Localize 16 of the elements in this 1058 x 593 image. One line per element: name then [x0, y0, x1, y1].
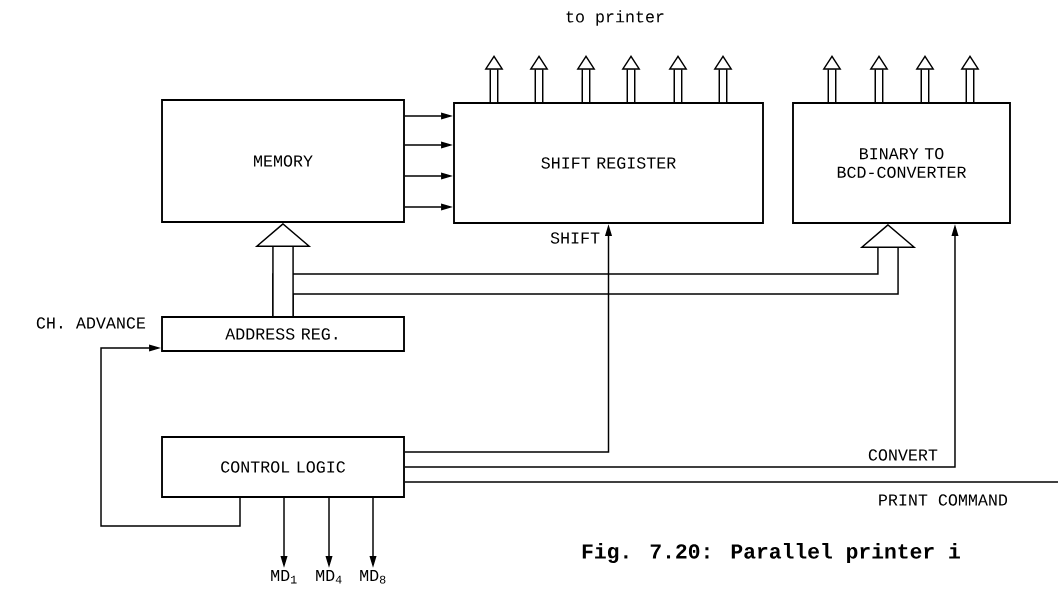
signal-label: MD$_{1}$: [271, 570, 297, 584]
output-label: to printer: [566, 10, 664, 26]
signal-label: MD$_{4}$: [316, 570, 342, 584]
block-box: SHIFT REGISTER: [453, 102, 764, 224]
edge-label: CH. ADVANCE: [36, 317, 146, 329]
line: [404, 481, 1058, 483]
signal-label: MD$_{8}$: [360, 570, 386, 584]
edge-label: CONVERT: [868, 449, 938, 461]
block-box: BINARY TO BCD-CONVERTER: [792, 102, 1011, 224]
block-box: MEMORY: [161, 99, 405, 223]
arrow: [100, 344, 241, 527]
edge-label: SHIFT: [550, 232, 600, 244]
block-box: ADDRESS REG.: [161, 316, 405, 352]
figure-caption: Fig. 7.20: Parallel printer i: [582, 543, 960, 563]
edge-label: PRINT COMMAND: [879, 494, 1008, 506]
block-box: CONTROL LOGIC: [161, 436, 405, 498]
